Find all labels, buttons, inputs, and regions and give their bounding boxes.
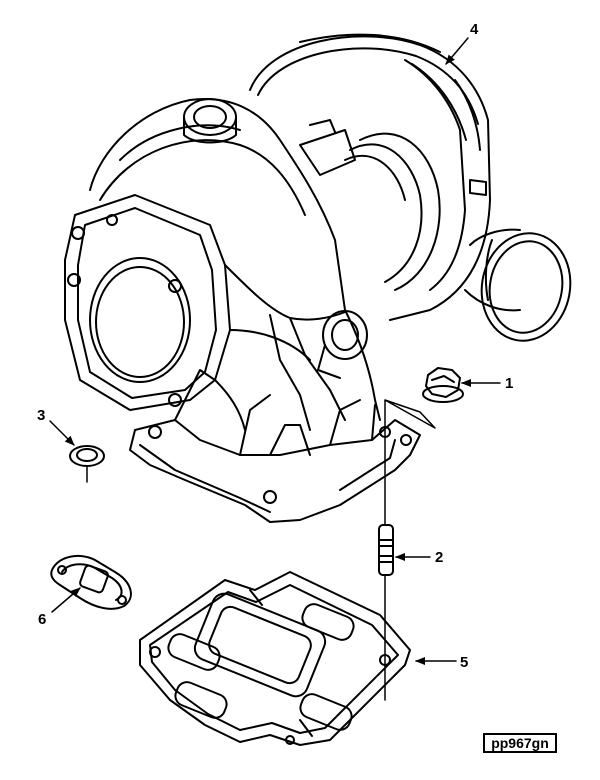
figure-reference-code: pp967gn: [483, 733, 557, 753]
leader-4: [445, 37, 469, 65]
leader-6: [51, 587, 81, 613]
callout-6-label: 6: [38, 611, 47, 628]
callout-1-label: 1: [505, 375, 514, 392]
flange-nut: [422, 367, 464, 403]
stud: [378, 524, 394, 576]
compressor-housing: [249, 33, 572, 342]
turbine-housing: [64, 98, 421, 523]
leader-3: [49, 420, 75, 446]
callout-5-label: 5: [460, 654, 469, 671]
sealing-washer: [69, 445, 105, 483]
assembly-centerline: [384, 399, 436, 701]
drain-gasket: [50, 554, 132, 610]
callout-leaders: [49, 37, 501, 665]
turbocharger: [64, 33, 572, 523]
callout-2-label: 2: [435, 549, 444, 566]
callout-3-label: 3: [37, 407, 46, 424]
callout-4-label: 4: [470, 21, 479, 38]
turbocharger-mounting-gasket: [139, 571, 411, 746]
